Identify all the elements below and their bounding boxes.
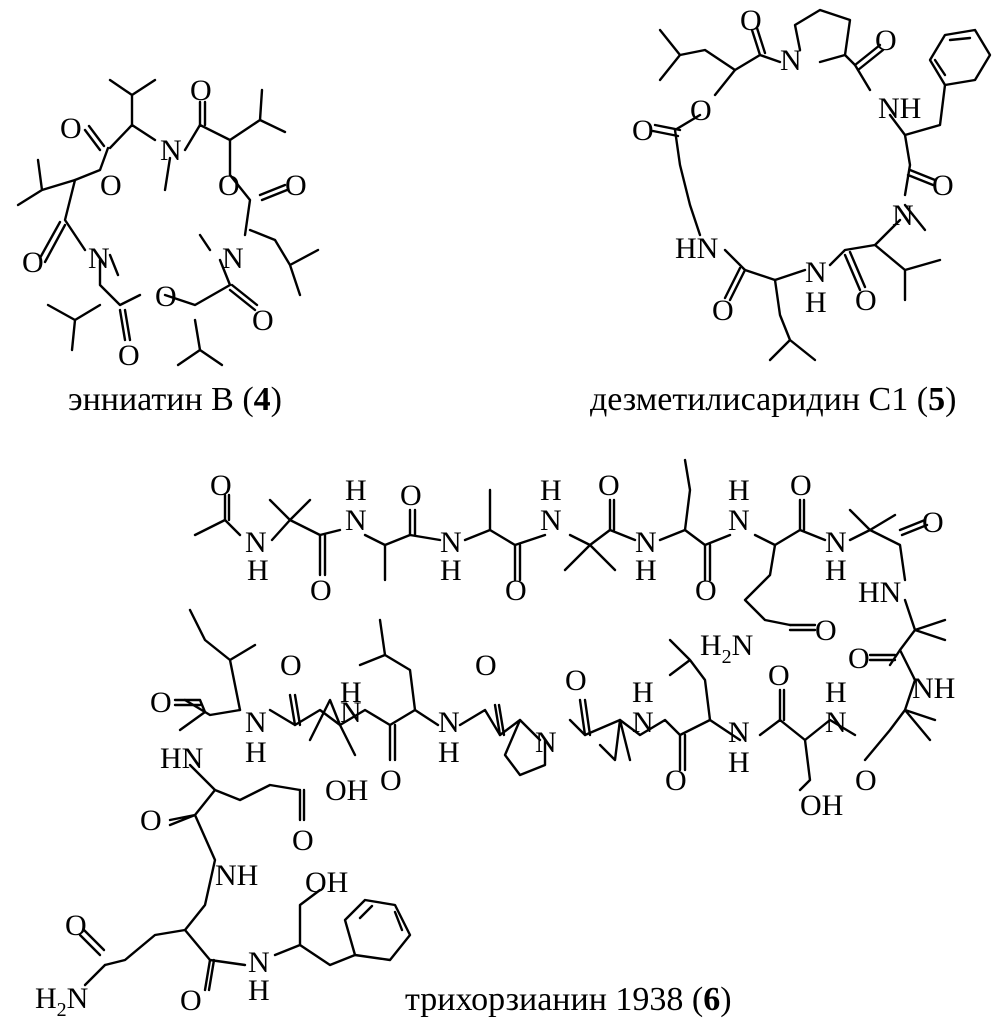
atom-o: O [932,169,954,202]
atom-n: N [805,256,827,289]
atom-o: O [505,574,527,607]
atom-o: O [632,114,654,147]
atom-n: N [245,706,267,739]
atom-nh: NH [215,859,258,892]
atom-h: H [635,554,657,587]
atom-o: O [875,24,897,57]
atom-n: N [535,726,557,759]
atom-hn: HN [160,742,203,775]
atom-oh: OH [305,866,348,899]
atom-h: H [825,554,847,587]
atom-n: N [160,134,182,167]
atom-o: O [598,469,620,502]
atom-h: H [247,554,269,587]
atom-n: N [780,44,802,77]
atom-n: N [728,716,750,749]
atom-o: O [190,74,212,107]
atom-o: O [815,614,837,647]
structure-desmethylisaridin-c1: O N O O NH O O N HN N H O O дезметилисар… [590,4,992,418]
atom-o: O [768,659,790,692]
atom-nh: NH [878,92,921,125]
atom-n: N [222,242,244,275]
atom-o: O [210,469,232,502]
atom-h: H [438,736,460,769]
atom-n: N [438,706,460,739]
atom-n: N [728,504,750,537]
atom-o: O [712,294,734,327]
atom-o: O [310,574,332,607]
atom-o: O [380,764,402,797]
atom-h: H [340,676,362,709]
atom-h2n: H2N [35,982,88,1021]
atom-n: N [245,526,267,559]
atom-oh: OH [325,774,368,807]
atom-n: N [88,242,110,275]
atom-n: N [440,526,462,559]
atom-o: O [218,169,240,202]
atom-o: O [140,804,162,837]
atom-o: O [475,649,497,682]
atom-h: H [540,474,562,507]
atom-oh: OH [800,789,843,822]
atom-o: O [922,506,944,539]
caption-trichorzianin-1938: трихорзианин 1938 (6) [405,981,732,1018]
atom-o: O [740,4,762,37]
atom-o: O [855,284,877,317]
atom-o: O [285,169,307,202]
atom-n: N [892,199,914,232]
atom-n: N [632,706,654,739]
atom-h: H [245,736,267,769]
atom-n: N [248,946,270,979]
caption-desmethylisaridin-c1: дезметилисаридин C1 (5) [590,381,956,418]
structure-trichorzianin-1938: O N H H N O O N H H N O O N H H N O O N … [35,458,955,1021]
structure-enniatin-b: O N O O O O O N N O O O энниатин B (4) [16,74,320,418]
atom-o: O [855,764,877,797]
atom-nh: NH [912,672,955,705]
atom-o: O [60,112,82,145]
atom-o: O [292,824,314,857]
atom-o: O [690,94,712,127]
atom-o: O [848,642,870,675]
atom-o: O [100,169,122,202]
atom-n: N [635,526,657,559]
atom-o: O [665,764,687,797]
atom-n: N [825,706,847,739]
atom-h2n: H2N [700,629,753,668]
atom-o: O [22,246,44,279]
atom-o: O [118,339,140,372]
caption-enniatin-b: энниатин B (4) [68,381,282,418]
atom-o: O [400,479,422,512]
atom-hn: HN [675,232,718,265]
atom-h: H [805,286,827,319]
atom-o: O [150,686,172,719]
atom-h: H [825,676,847,709]
atom-n: N [825,526,847,559]
atom-o: O [565,664,587,697]
atom-o: O [65,909,87,942]
atom-o: O [252,304,274,337]
atom-n: N [340,696,362,729]
atom-hn: HN [858,576,901,609]
atom-o: O [280,649,302,682]
atom-h: H [440,554,462,587]
atom-o: O [790,469,812,502]
atom-h: H [728,474,750,507]
atom-o: O [180,984,202,1017]
atom-o: O [155,280,177,313]
atom-h: H [728,746,750,779]
atom-n: N [540,504,562,537]
atom-h: H [345,474,367,507]
atom-n: N [345,504,367,537]
atom-h: H [248,974,270,1007]
atom-o: O [695,574,717,607]
atom-h: H [632,676,654,709]
